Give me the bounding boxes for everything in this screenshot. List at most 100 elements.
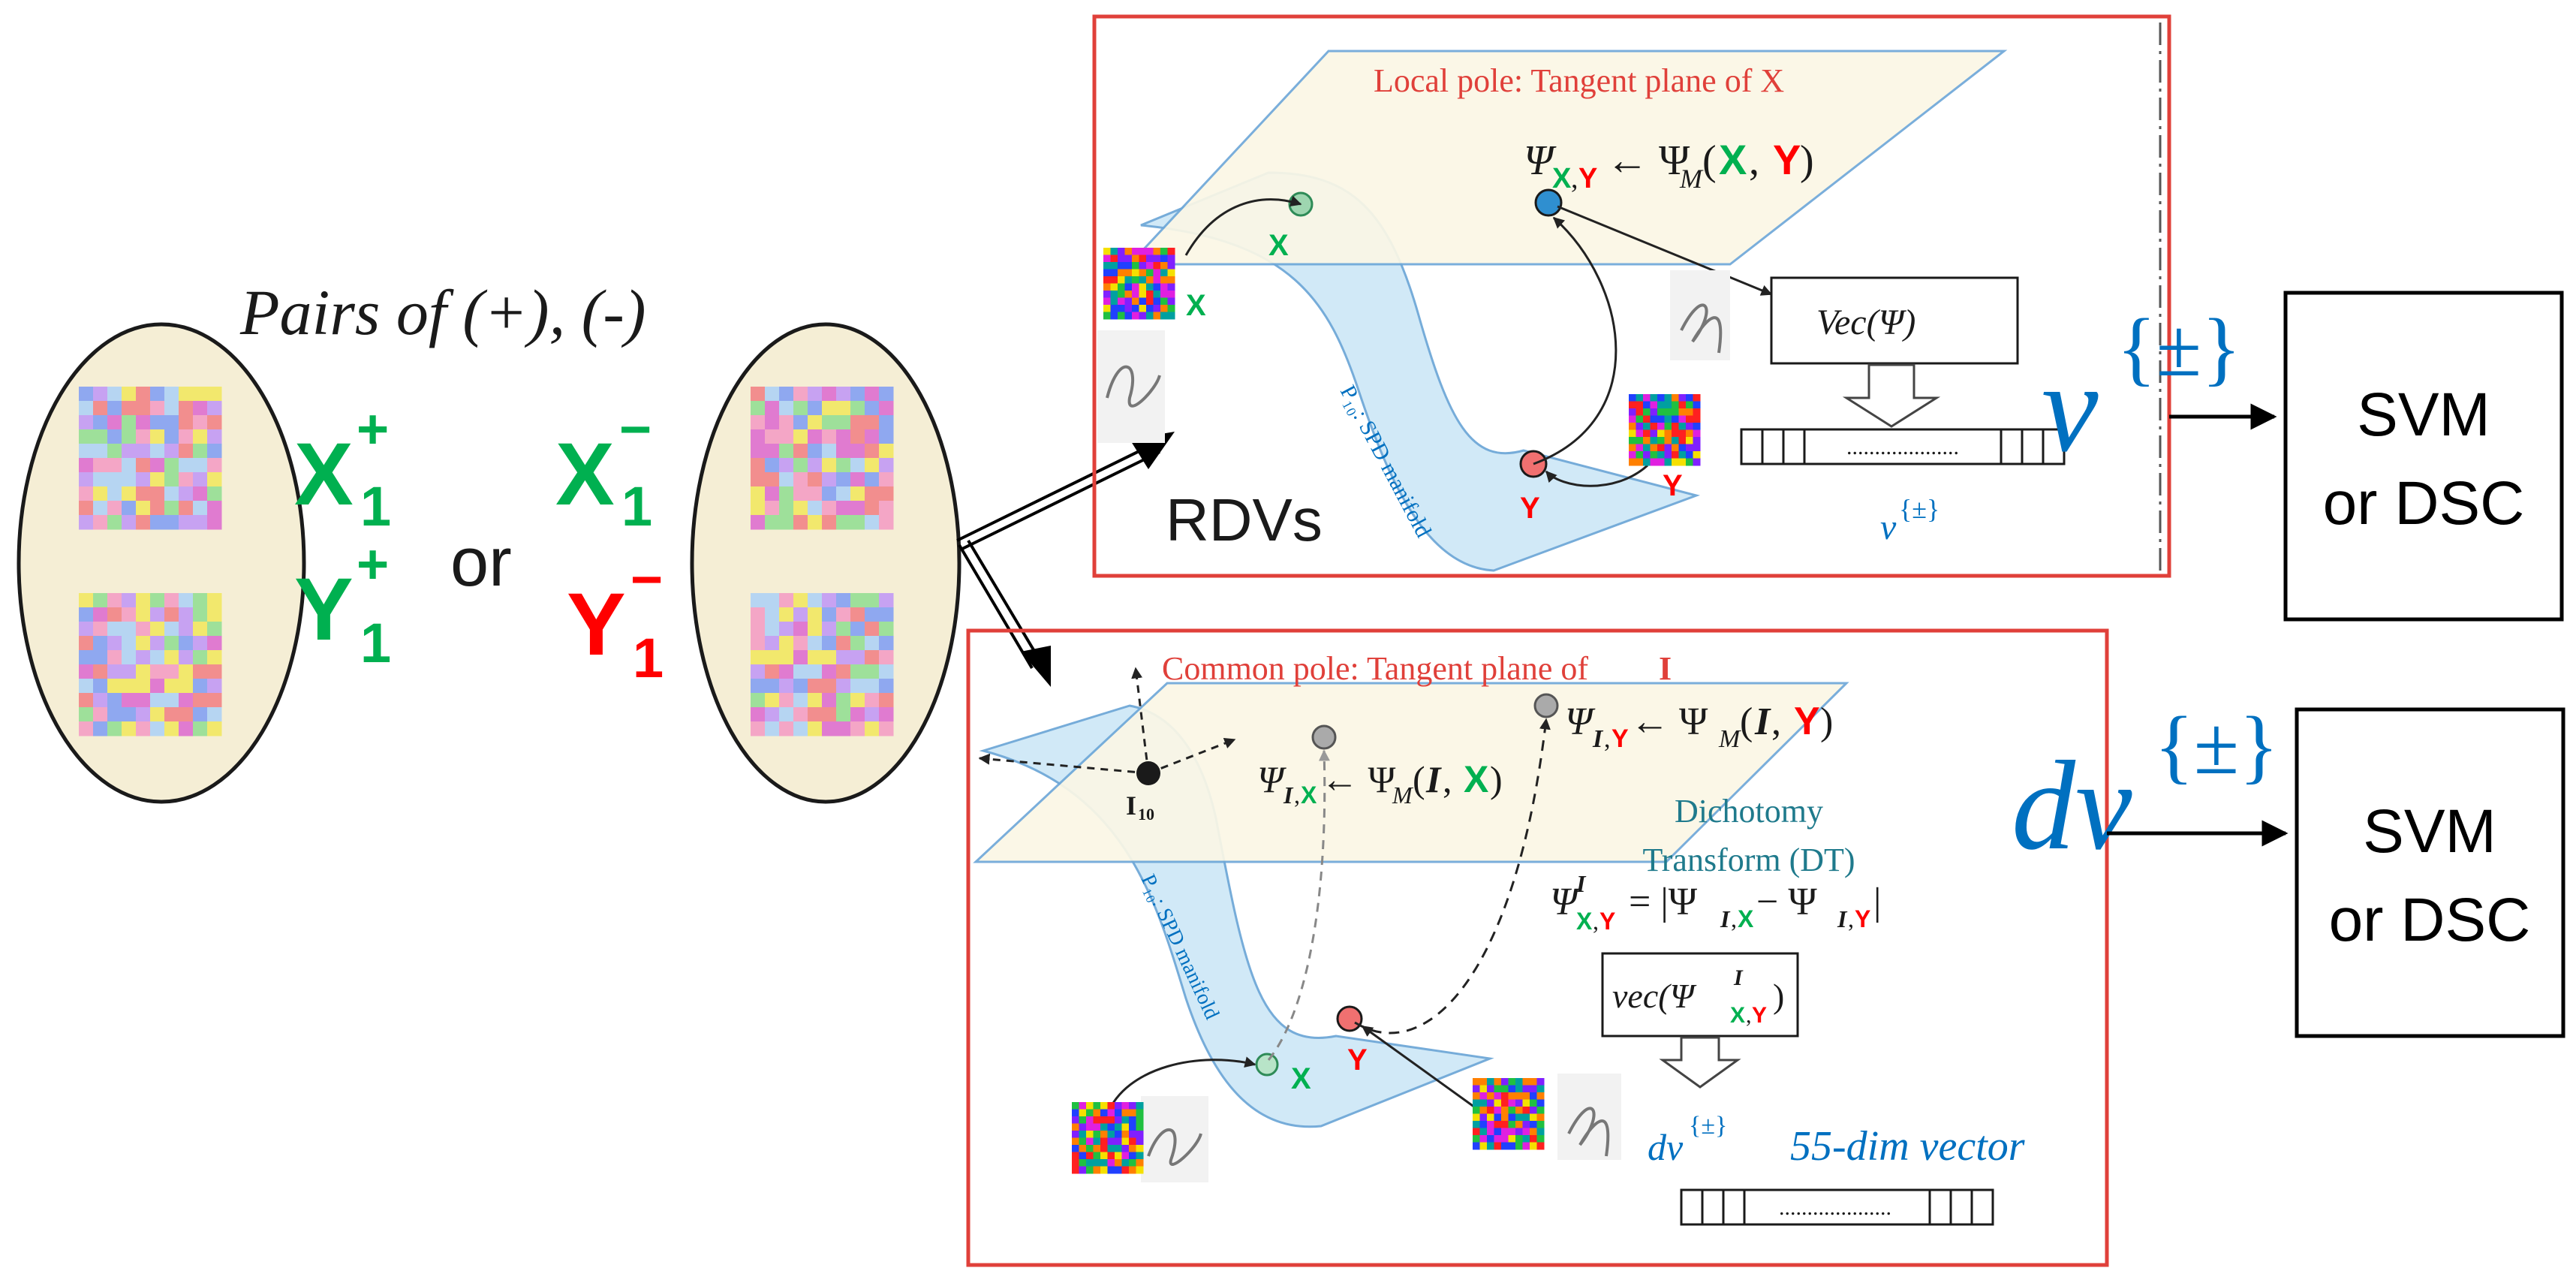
svg-text:,: , <box>1731 905 1737 932</box>
log-map-x-dashed <box>1267 749 1330 1061</box>
top-y-label-point: Y <box>1520 492 1540 525</box>
svg-text:Y: Y <box>1578 163 1597 194</box>
psi-ix-formula: Ψ I , X ← Ψ M ( I , X ) <box>1257 758 1503 809</box>
bottom-vec-box <box>1601 952 1799 1038</box>
svg-text:,: , <box>1571 163 1578 194</box>
x-negative-label: X − 1 <box>555 398 652 538</box>
svg-text:{±}: {±} <box>2117 302 2241 393</box>
svg-text:Y: Y <box>1794 700 1820 743</box>
svg-text:1: 1 <box>633 627 664 689</box>
pole-i10-point <box>1136 761 1160 785</box>
log-map-y-dashed <box>1354 718 1551 1035</box>
svg-text:X: X <box>1719 136 1747 183</box>
top-panel-frame <box>1092 14 2171 578</box>
svg-text:): ) <box>1800 137 1814 184</box>
svg-text:Ψ: Ψ <box>1257 758 1286 800</box>
svg-text:← Ψ: ← Ψ <box>1606 137 1690 184</box>
covariance-icon-x-positive <box>79 387 222 530</box>
pole-i10-label: I 10 <box>1126 791 1154 824</box>
top-y-label-img: Y <box>1663 469 1683 502</box>
svg-text:I: I <box>1592 725 1604 753</box>
svg-text:− Ψ: − Ψ <box>1756 881 1817 923</box>
bottom-x-point <box>1255 1053 1279 1077</box>
svg-text:Y: Y <box>567 575 626 674</box>
bottom-signature-y-icon <box>1557 1074 1621 1160</box>
top-classifier-line2: or DSC <box>2323 469 2525 538</box>
top-vector-dots: .................... <box>1846 435 1959 459</box>
covariance-icon-y-negative <box>751 593 894 736</box>
svg-text:10: 10 <box>1138 805 1154 824</box>
svg-text:Y: Y <box>1599 908 1615 935</box>
pole-axis-right <box>1148 737 1236 775</box>
covariance-icon-bottom-x <box>1072 1102 1144 1174</box>
top-v-label: v {±} <box>1880 494 1940 547</box>
top-log-map-curve <box>1533 216 1618 465</box>
covariance-icon-bottom-y <box>1473 1078 1545 1150</box>
top-x-curve <box>1184 195 1302 256</box>
svg-text:,: , <box>1749 137 1759 184</box>
svg-text:,: , <box>1443 758 1452 800</box>
double-arrow-top <box>956 432 1175 551</box>
bottom-down-arrow <box>1659 1036 1741 1089</box>
svg-text:I: I <box>1837 905 1848 932</box>
svg-text:{±}: {±} <box>1899 494 1940 524</box>
bottom-dv-label: dv {±} <box>1648 1112 1727 1168</box>
svg-text:M: M <box>1392 782 1414 809</box>
svg-text:I: I <box>1575 870 1587 897</box>
svg-text:,: , <box>1604 725 1611 753</box>
svg-text:I: I <box>1425 758 1442 800</box>
top-classifier-line1: SVM <box>2357 381 2490 449</box>
svg-text:): ) <box>1820 700 1833 743</box>
svg-text:Y: Y <box>1855 905 1870 932</box>
svg-text:X: X <box>294 425 354 524</box>
svg-text:I: I <box>1659 650 1672 687</box>
svg-text:I: I <box>1754 700 1771 743</box>
bottom-y-img-arrow <box>1361 1025 1476 1109</box>
y-positive-label: Y + 1 <box>294 533 391 674</box>
svg-text:I: I <box>1733 965 1744 990</box>
svg-text:I: I <box>1720 905 1731 932</box>
big-dv-label: dv {±} <box>2012 700 2279 876</box>
svg-text:= |Ψ: = |Ψ <box>1629 881 1698 923</box>
svg-text:(: ( <box>1413 758 1425 800</box>
svg-text:,: , <box>1771 700 1781 743</box>
top-down-arrow <box>1842 363 1941 428</box>
svg-text:{±}: {±} <box>2154 700 2279 791</box>
covariance-icon-top-x <box>1103 248 1175 320</box>
top-panel-title: Local pole: Tangent plane of X <box>1374 62 1784 99</box>
bottom-classifier-line1: SVM <box>2363 797 2496 866</box>
covariance-icon-y-positive <box>79 593 222 736</box>
svg-text:dv: dv <box>1648 1126 1684 1168</box>
svg-text:−: − <box>619 398 652 460</box>
svg-text:1: 1 <box>360 475 391 538</box>
covariance-icon-x-negative <box>751 387 894 530</box>
dt-label-line1: Dichotomy <box>1675 793 1823 830</box>
top-formula: Ψ X , Y ← Ψ M ( X , Y ) <box>1524 136 1814 194</box>
bottom-panel-frame <box>966 628 2109 1267</box>
svg-text:v: v <box>2042 337 2099 478</box>
bottom-x-img-curve <box>1106 1056 1256 1116</box>
top-psi-to-vec-arrow <box>1557 205 1773 296</box>
svg-text:X: X <box>1552 163 1572 194</box>
svg-text:Y: Y <box>1752 1003 1767 1028</box>
svg-text:X: X <box>555 425 615 524</box>
top-vec-box <box>1770 276 2019 365</box>
bottom-x-label: X <box>1291 1062 1311 1095</box>
bottom-classifier-box <box>2295 707 2565 1038</box>
dt-label-line2: Transform (DT) <box>1642 842 1855 878</box>
top-vec-label: Vec(Ψ) <box>1816 303 1915 342</box>
svg-text:{±}: {±} <box>1689 1112 1727 1140</box>
bottom-vec-label: vec(Ψ I X , Y ) <box>1612 965 1784 1028</box>
psi-iy-formula: Ψ I , Y ← Ψ M ( I , Y ) <box>1565 700 1833 753</box>
bottom-panel-title: Common pole: Tangent plane of I <box>1162 650 1672 687</box>
covariance-icon-top-y <box>1629 394 1701 466</box>
svg-text:M: M <box>1718 725 1741 753</box>
svg-text:+: + <box>357 398 389 460</box>
svg-text:Y: Y <box>1773 136 1801 183</box>
svg-text:Common pole: Tangent plane of: Common pole: Tangent plane of <box>1162 650 1588 687</box>
svg-text:+: + <box>357 533 389 595</box>
svg-text:vec(Ψ: vec(Ψ <box>1612 977 1697 1015</box>
svg-text:,: , <box>1593 908 1599 935</box>
svg-text:,: , <box>1746 1003 1752 1028</box>
